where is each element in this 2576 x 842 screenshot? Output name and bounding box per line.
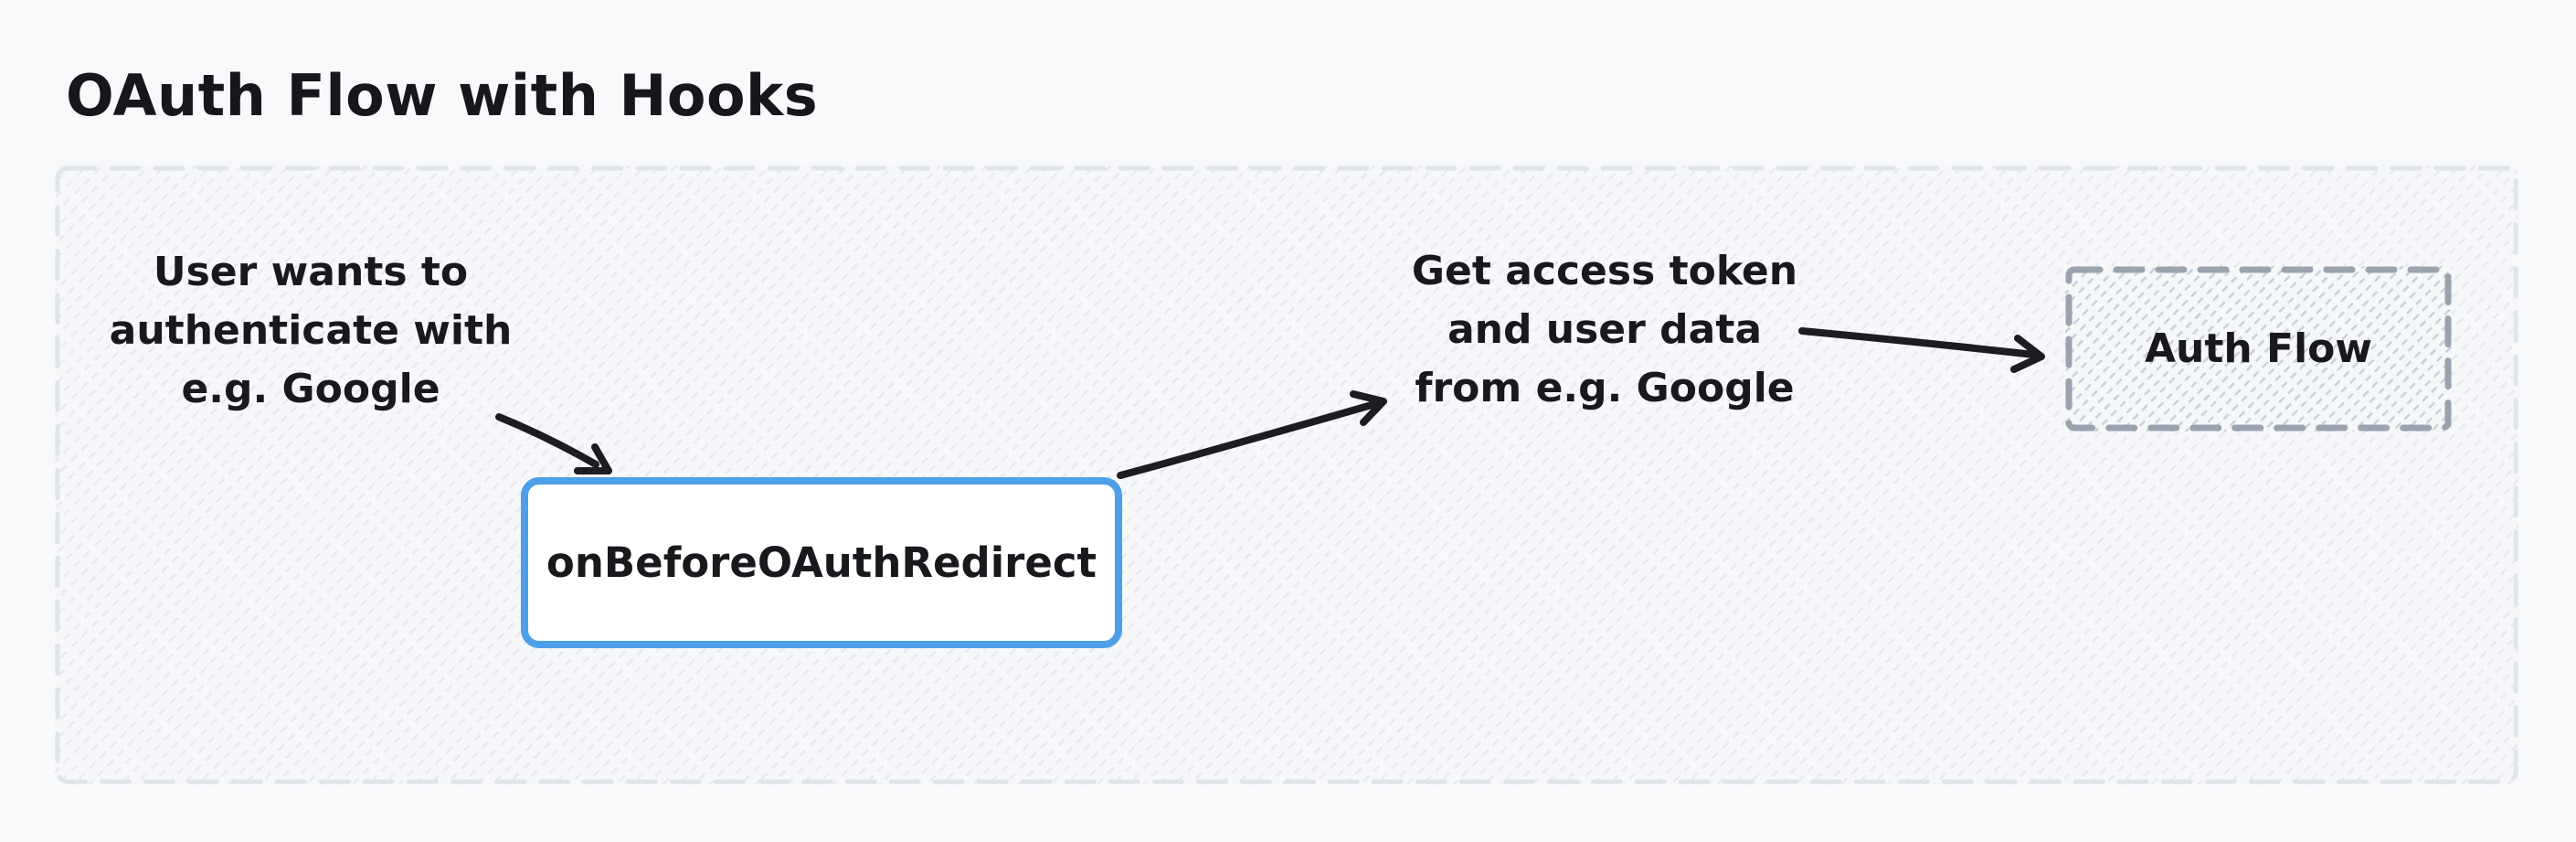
hook-node-label: onBeforeOAuthRedirect	[546, 538, 1097, 587]
canvas-dashed-border	[55, 165, 2518, 784]
note-line: from e.g. Google	[1415, 365, 1795, 411]
note-user-intent: User wants to authenticate with e.g. Goo…	[91, 243, 530, 419]
note-line: and user data	[1447, 306, 1763, 353]
auth-flow-node-label: Auth Flow	[2144, 325, 2373, 372]
auth-flow-dashed-border	[2065, 266, 2452, 432]
note-line: e.g. Google	[181, 366, 440, 412]
note-get-token: Get access token and user data from e.g.…	[1396, 242, 1813, 418]
hook-node: onBeforeOAuthRedirect	[521, 477, 1122, 648]
auth-flow-node: Auth Flow	[2065, 266, 2452, 432]
page-title: OAuth Flow with Hooks	[66, 62, 819, 129]
note-line: User wants to	[153, 249, 469, 295]
note-line: authenticate with	[109, 307, 513, 354]
note-line: Get access token	[1411, 248, 1798, 294]
